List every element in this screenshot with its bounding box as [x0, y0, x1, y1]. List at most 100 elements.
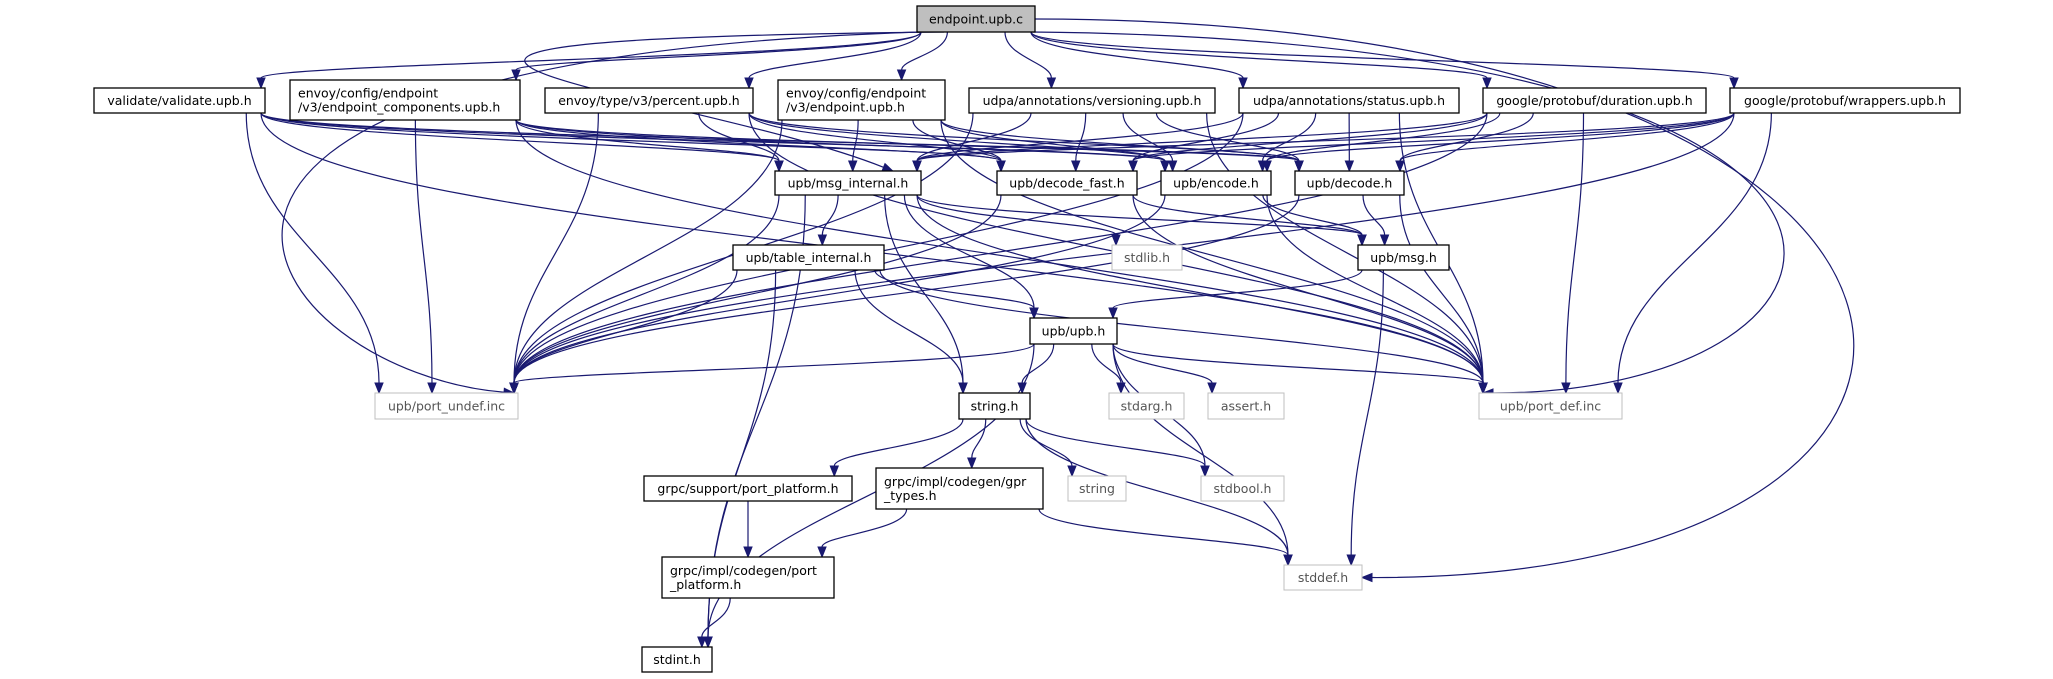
edge-string_h-to-stdbool: [1025, 418, 1206, 467]
arrowhead-icon: [817, 234, 828, 247]
arrowhead-icon: [703, 636, 713, 649]
edge-percent-to-decode_fast: [748, 112, 1002, 162]
edge-decode_fast-to-msg: [1132, 194, 1363, 236]
arrowhead-icon: [1071, 160, 1081, 173]
node-stdlib: stdlib.h: [1111, 244, 1183, 271]
arrowhead-icon: [774, 160, 784, 173]
node-percent[interactable]: envoy/type/v3/percent.upb.h: [544, 87, 754, 114]
arrowhead-icon: [829, 465, 840, 478]
edges-layer: [245, 18, 1855, 649]
node-box: [1207, 392, 1285, 420]
edge-msg_internal-to-table_internal: [821, 194, 839, 236]
node-versioning[interactable]: udpa/annotations/versioning.upb.h: [968, 87, 1216, 114]
edge-decode-to-port_def: [1399, 194, 1484, 384]
node-label: stddef.h: [1298, 570, 1348, 585]
edge-root-to-components: [515, 31, 922, 71]
arrowhead-icon: [1067, 465, 1077, 478]
node-encode[interactable]: upb/encode.h: [1160, 170, 1272, 196]
arrowhead-icon: [1357, 234, 1367, 247]
edge-root-to-port_def: [1030, 31, 1785, 394]
node-stdint[interactable]: stdint.h: [641, 646, 713, 673]
edge-root-to-versioning: [1004, 31, 1052, 79]
edge-msg-to-upb: [1112, 269, 1363, 309]
arrowhead-icon: [427, 382, 437, 395]
edge-root-to-duration: [1030, 31, 1488, 79]
node-validate[interactable]: validate/validate.upb.h: [93, 87, 266, 114]
arrowhead-icon: [817, 546, 827, 559]
arrowhead-icon: [1613, 382, 1623, 395]
node-upb[interactable]: upb/upb.h: [1029, 317, 1118, 345]
node-box: [1067, 475, 1127, 502]
arrowhead-icon: [1379, 234, 1390, 247]
edge-wrappers-to-encode: [1266, 112, 1735, 162]
arrowhead-icon: [1360, 572, 1373, 583]
arrowhead-icon: [1116, 382, 1126, 395]
edge-msg_internal-to-string_h: [884, 194, 964, 384]
edge-versioning-to-msg_internal: [916, 112, 1032, 162]
node-table_internal[interactable]: upb/table_internal.h: [732, 244, 885, 271]
edge-components-to-port_undef: [414, 119, 433, 384]
edge-root-to-msg_internal: [524, 31, 945, 168]
node-box: [958, 392, 1031, 420]
node-assert: assert.h: [1207, 392, 1285, 420]
edge-endpointh-to-port_def: [940, 119, 1484, 384]
arrowhead-icon: [896, 69, 907, 82]
node-label: stdbool.h: [1214, 481, 1272, 496]
arrowhead-icon: [1160, 160, 1170, 173]
node-label: upb/port_undef.inc: [388, 399, 505, 414]
node-label: envoy/config/endpoint: [298, 86, 438, 101]
edge-endpointh-to-msg_internal: [852, 119, 859, 162]
edge-versioning-to-port_def: [1206, 112, 1484, 384]
node-codegen_pp[interactable]: grpc/impl/codegen/port_platform.h: [661, 556, 835, 599]
node-root[interactable]: endpoint.upb.c: [916, 5, 1036, 33]
node-endpointh[interactable]: envoy/config/endpoint/v3/endpoint.upb.h: [777, 79, 946, 121]
arrowhead-icon: [697, 636, 707, 649]
node-msg[interactable]: upb/msg.h: [1357, 244, 1450, 271]
node-support_pp[interactable]: grpc/support/port_platform.h: [643, 475, 853, 502]
node-label: /v3/endpoint.upb.h: [786, 100, 905, 115]
edge-validate-to-port_undef: [245, 112, 380, 384]
node-box: [996, 170, 1138, 196]
node-label: upb/decode.h: [1307, 176, 1393, 191]
node-components[interactable]: envoy/config/endpoint/v3/endpoint_compon…: [289, 79, 521, 121]
node-wrappers[interactable]: google/protobuf/wrappers.upb.h: [1729, 87, 1961, 114]
node-decode[interactable]: upb/decode.h: [1294, 170, 1405, 196]
node-box: [732, 244, 885, 271]
node-label: string.h: [971, 399, 1019, 414]
node-box: [93, 87, 266, 114]
node-gpr_types[interactable]: grpc/impl/codegen/gpr_types.h: [875, 467, 1044, 510]
node-status[interactable]: udpa/annotations/status.upb.h: [1238, 87, 1460, 114]
node-string_h[interactable]: string.h: [958, 392, 1031, 420]
edge-components-to-port_def: [515, 119, 1484, 384]
edge-msg_internal-to-port_undef: [513, 194, 780, 384]
edge-encode-to-port_undef: [513, 194, 1166, 384]
edge-status-to-msg_internal: [916, 112, 1244, 162]
node-stddef: stddef.h: [1283, 564, 1363, 591]
node-box: [1729, 87, 1961, 114]
node-stdarg: stdarg.h: [1108, 392, 1185, 420]
edge-decode-to-port_undef: [513, 194, 1300, 384]
arrowhead-icon: [511, 69, 521, 82]
node-decode_fast[interactable]: upb/decode_fast.h: [996, 170, 1138, 196]
arrowhead-icon: [1108, 307, 1118, 320]
arrowhead-icon: [1395, 160, 1405, 173]
edge-components-to-msg_internal: [515, 119, 780, 162]
edge-versioning-to-encode: [1122, 112, 1174, 162]
node-label: upb/upb.h: [1042, 324, 1106, 339]
node-label: upb/table_internal.h: [746, 250, 872, 265]
node-port_undef: upb/port_undef.inc: [374, 392, 519, 420]
node-label: udpa/annotations/status.upb.h: [1253, 93, 1445, 108]
node-msg_internal[interactable]: upb/msg_internal.h: [774, 170, 922, 196]
edge-root-to-wrappers: [1030, 31, 1735, 79]
node-label: envoy/type/v3/percent.upb.h: [558, 93, 740, 108]
node-box: [968, 87, 1216, 114]
arrowhead-icon: [743, 546, 753, 559]
node-box: [544, 87, 754, 114]
node-label: endpoint.upb.c: [929, 12, 1023, 27]
edge-encode-to-msg: [1262, 194, 1363, 236]
node-duration[interactable]: google/protobuf/duration.upb.h: [1482, 87, 1707, 114]
node-box: [875, 467, 1044, 510]
node-label: upb/msg_internal.h: [788, 176, 909, 191]
node-box: [1357, 244, 1450, 271]
